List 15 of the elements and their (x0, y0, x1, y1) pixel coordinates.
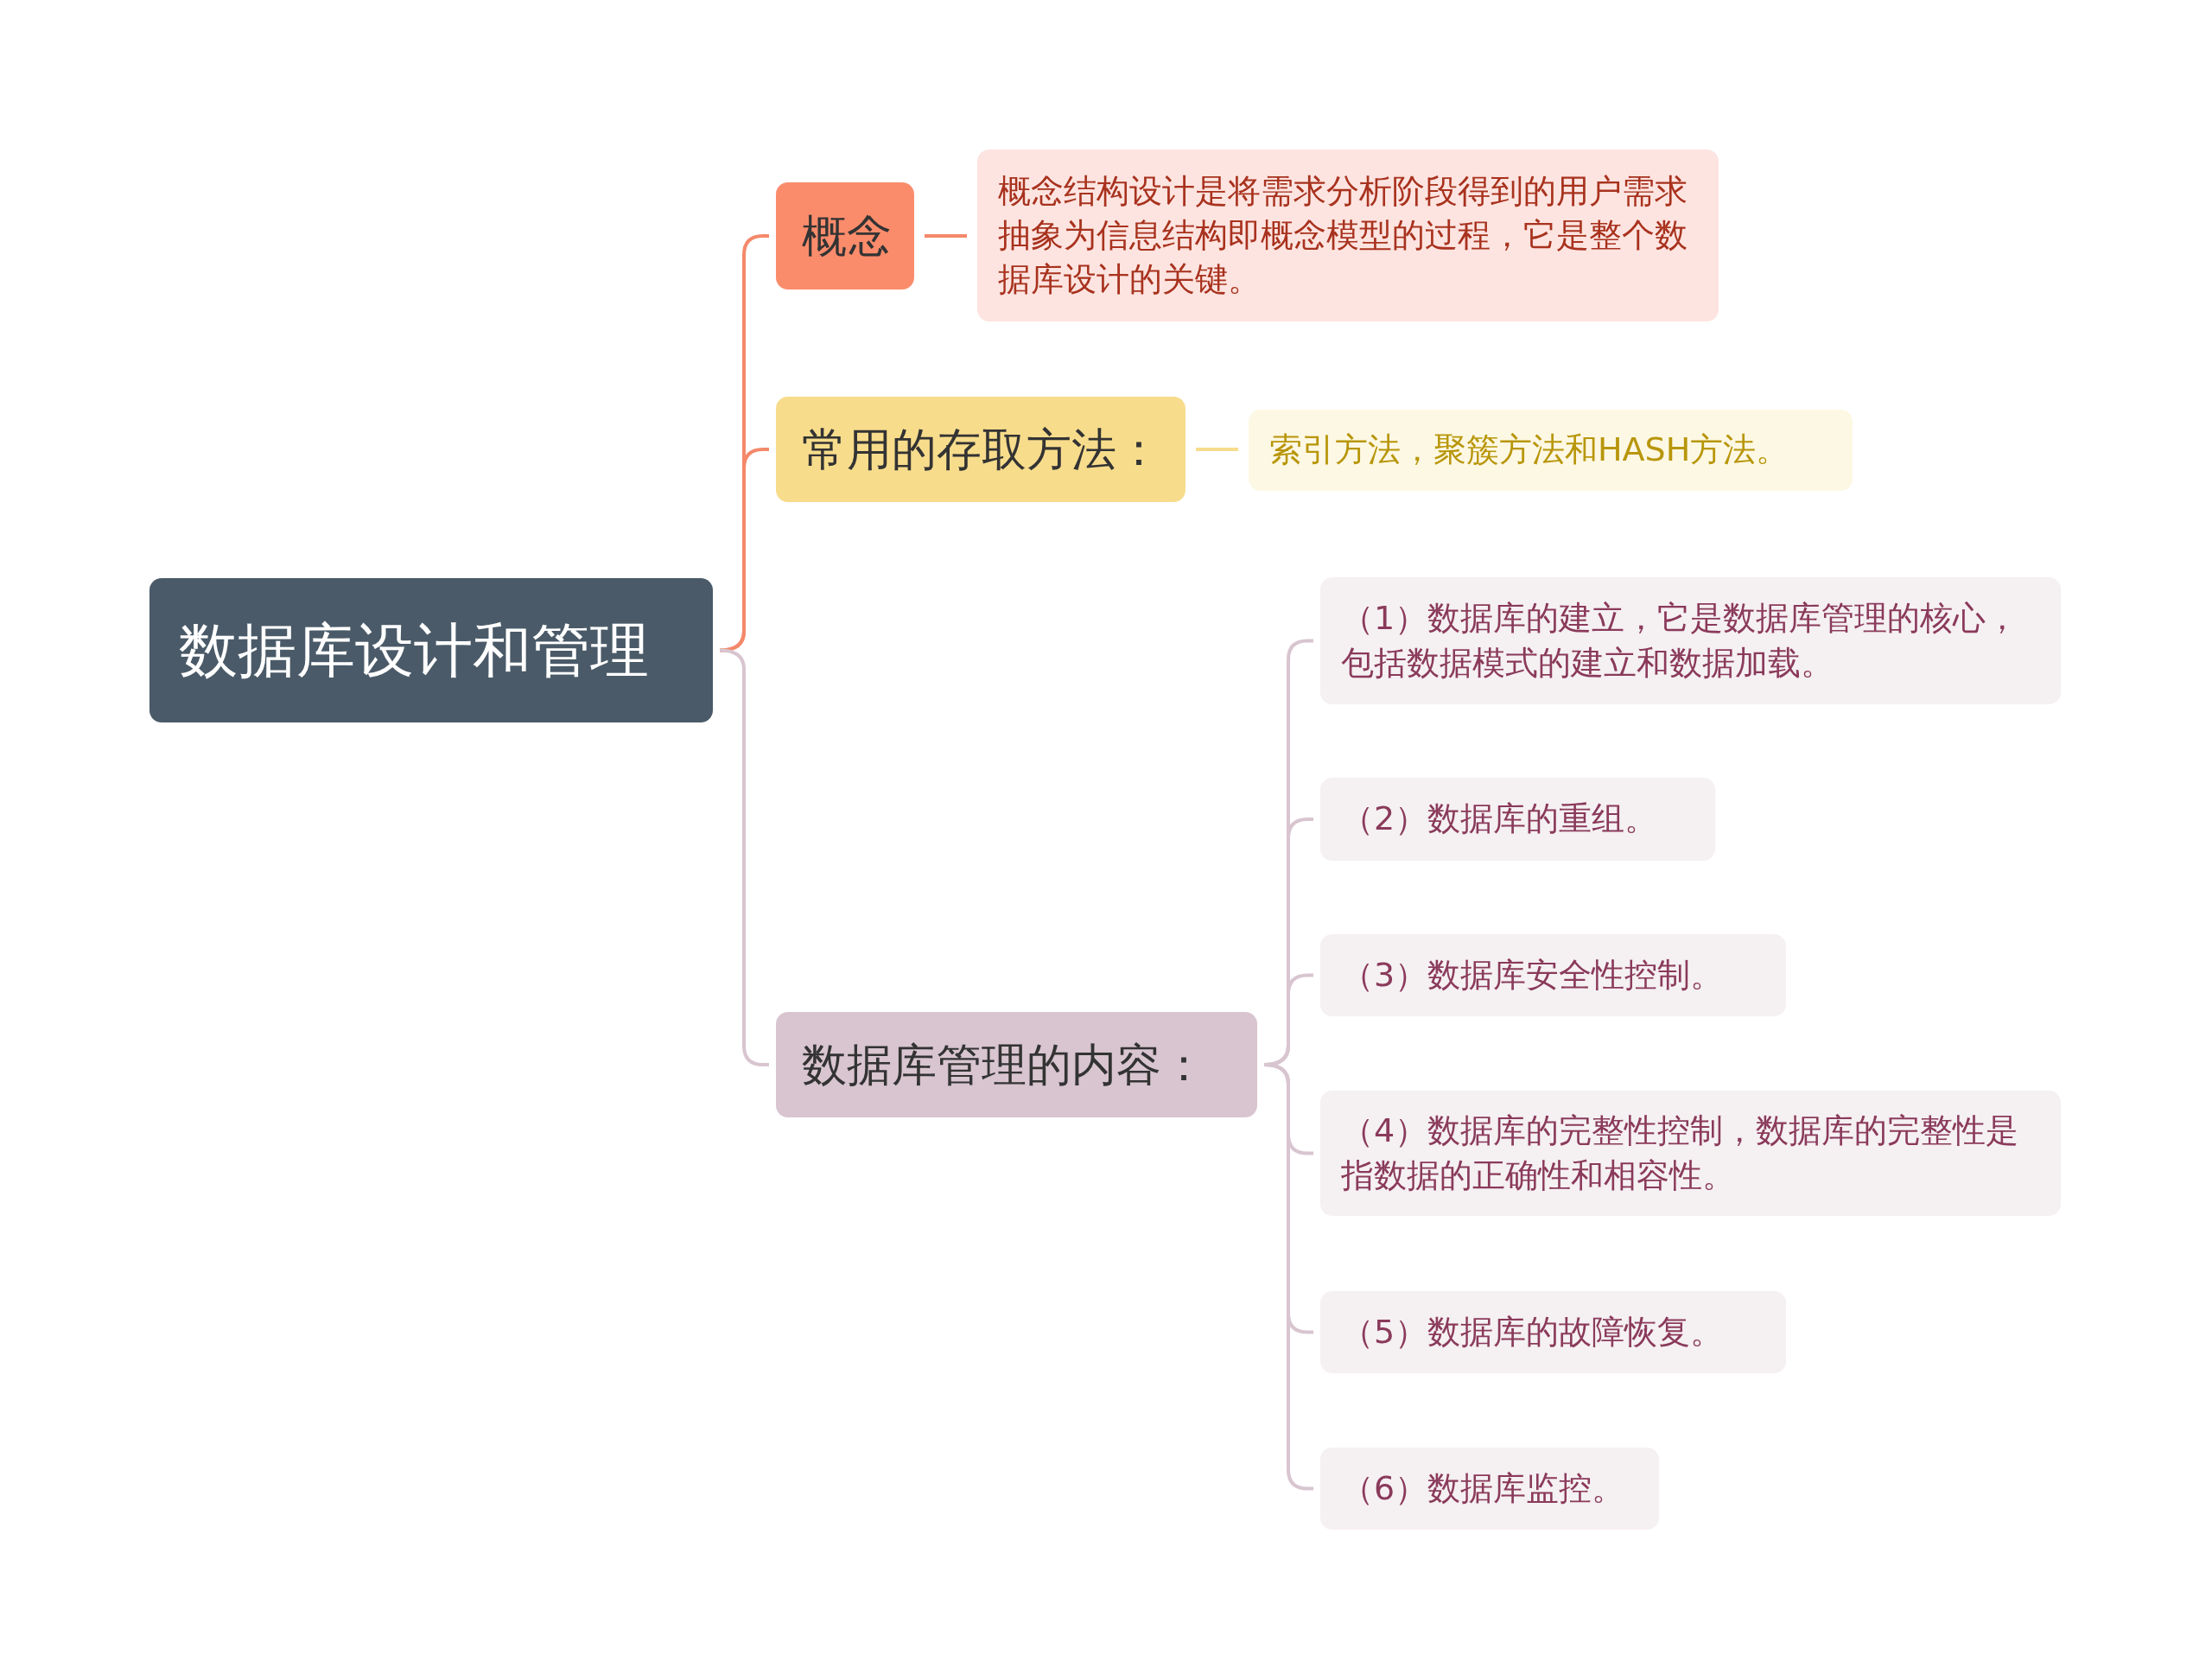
topic-box: 数据库管理的内容： (776, 1012, 1257, 1117)
description-box: 索引方法，聚簇方法和HASH方法。 (1249, 410, 1853, 491)
item-box: （4）数据库的完整性控制，数据库的完整性是指数据的正确性和相容性。 (1320, 1091, 2061, 1216)
item-box: （5）数据库的故障恢复。 (1320, 1291, 1786, 1373)
connector-line (1196, 448, 1238, 451)
topic-box: 概念 (776, 182, 914, 290)
description-box: 概念结构设计是将需求分析阶段得到的用户需求抽象为信息结构即概念模型的过程，它是整个数据库设计的关键。 (977, 150, 1719, 321)
connector-line (925, 234, 967, 238)
item-box: （1）数据库的建立，它是数据库管理的核心，包括数据模式的建立和数据加载。 (1320, 577, 2061, 704)
item-box: （2）数据库的重组。 (1320, 778, 1715, 861)
item-box: （6）数据库监控。 (1320, 1448, 1659, 1530)
topic-box: 常用的存取方法： (776, 397, 1185, 502)
connector-line (719, 448, 769, 652)
root-topic-box: 数据库设计和管理 (149, 578, 713, 722)
item-box: （3）数据库安全性控制。 (1320, 934, 1786, 1016)
